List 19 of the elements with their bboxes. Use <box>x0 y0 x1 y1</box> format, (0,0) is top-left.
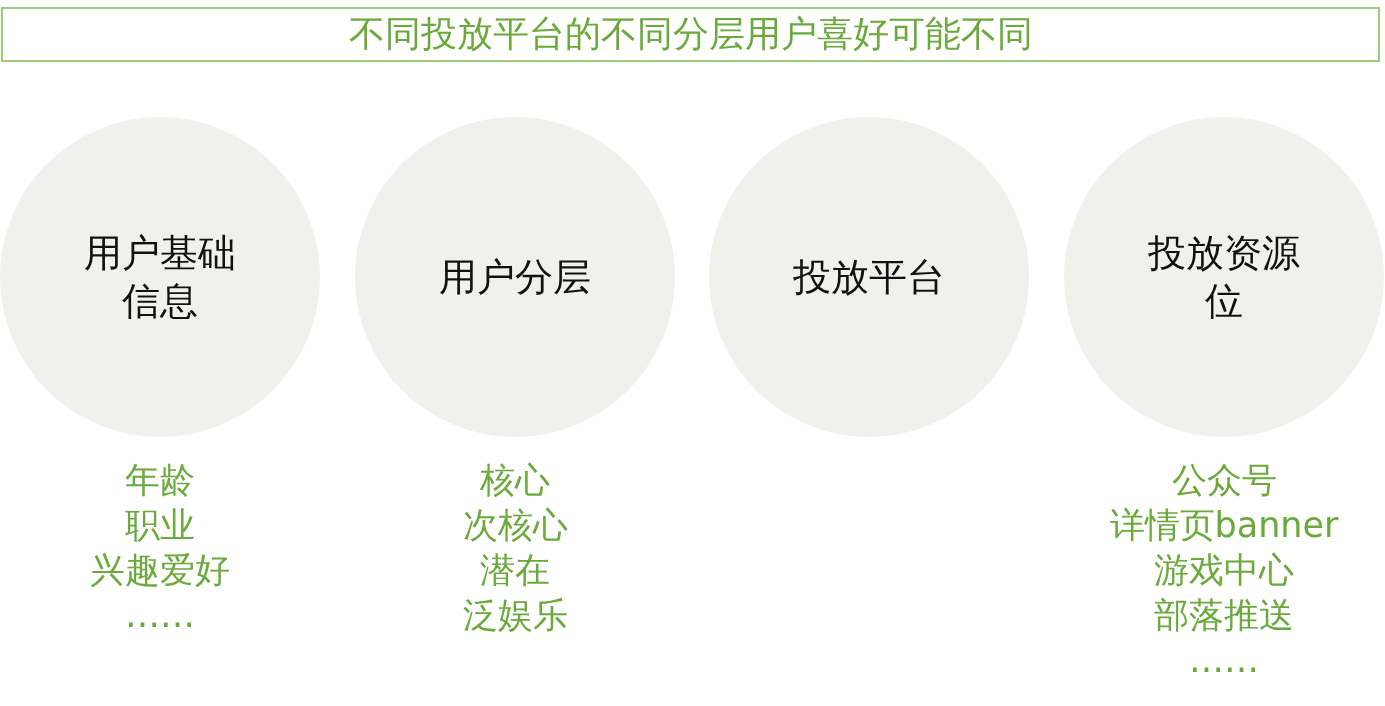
circle-label: 投放资源位 <box>1147 230 1301 325</box>
circle-label: 用户基础信息 <box>83 230 237 325</box>
list-item: 详情页banner <box>1108 504 1340 547</box>
list-item: 兴趣爱好 <box>89 549 231 592</box>
circle-label: 投放平台 <box>792 254 946 301</box>
list-item: 潜在 <box>479 549 551 592</box>
title-box <box>1 7 1380 62</box>
circle-label: 用户分层 <box>438 254 592 301</box>
list-item: 游戏中心 <box>1153 549 1295 592</box>
list-item: …… <box>124 594 196 637</box>
list-item: 年龄 <box>124 459 196 502</box>
list-item: 职业 <box>124 504 196 547</box>
list-item: 部落推送 <box>1153 594 1295 637</box>
list-item: 次核心 <box>461 504 569 547</box>
list-item: 核心 <box>479 459 551 502</box>
list-item: 泛娱乐 <box>461 594 569 637</box>
list-item: 公众号 <box>1170 459 1278 502</box>
title-text: 不同投放平台的不同分层用户喜好可能不同 <box>348 12 1033 56</box>
list-item: …… <box>1188 639 1260 682</box>
